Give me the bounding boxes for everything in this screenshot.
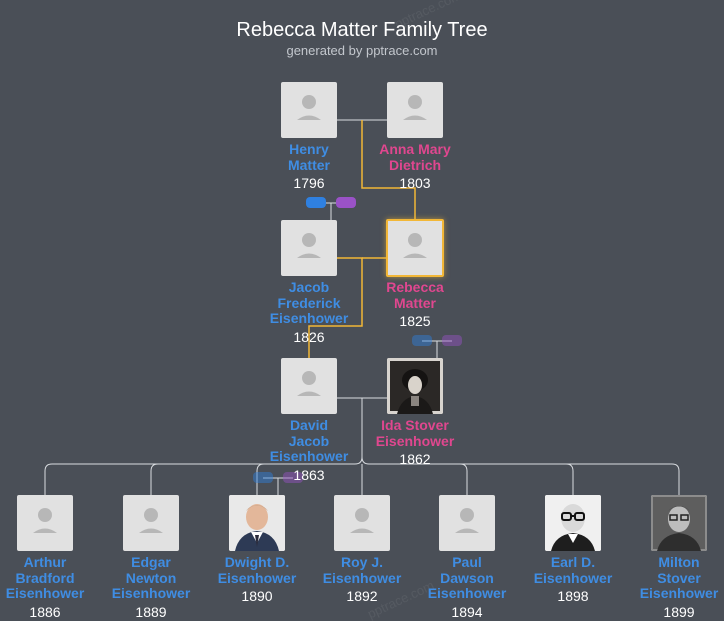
family-branch: [459, 463, 468, 495]
person-year: 1862: [399, 451, 431, 467]
person-card-milton[interactable]: [651, 495, 707, 551]
person-name[interactable]: Dwight D. Eisenhower: [217, 554, 297, 586]
person-card-david[interactable]: [281, 358, 337, 414]
person-name[interactable]: Anna Mary Dietrich: [379, 141, 451, 173]
expand-parents-icon[interactable]: [412, 335, 432, 346]
lineage-line: [308, 257, 363, 358]
person-silhouette-icon: [387, 220, 443, 276]
person-year: 1826: [293, 329, 325, 345]
woman-portrait: [387, 358, 443, 414]
person-name[interactable]: Henry Matter: [287, 141, 330, 173]
page-title: Rebecca Matter Family Tree: [236, 19, 488, 41]
person-name[interactable]: Milton Stover Eisenhower: [639, 554, 719, 601]
expand-spouse-icon[interactable]: [336, 197, 356, 208]
family-branch: [256, 463, 265, 495]
person-year: 1886: [29, 604, 61, 620]
person-card-earl[interactable]: [545, 495, 601, 551]
man-glasses-portrait: [545, 495, 601, 551]
person-silhouette-icon: [281, 220, 337, 276]
man-bw-portrait: [651, 495, 707, 551]
person-year: 1899: [663, 604, 695, 620]
person-card-anna[interactable]: [387, 82, 443, 138]
person-year: 1894: [451, 604, 483, 620]
person-name[interactable]: Ida Stover Eisenhower: [375, 417, 455, 449]
person-name[interactable]: Paul Dawson Eisenhower: [427, 554, 507, 601]
person-name[interactable]: Arthur Bradford Eisenhower: [5, 554, 85, 601]
person-year: 1892: [346, 588, 378, 604]
person-card-dwight[interactable]: [229, 495, 285, 551]
family-branch: [44, 398, 363, 495]
person-silhouette-icon: [123, 495, 179, 551]
person-card-ida[interactable]: [387, 358, 443, 414]
person-card-edgar[interactable]: [123, 495, 179, 551]
person-name[interactable]: Jacob Frederick Eisenhower: [269, 279, 349, 326]
man-portrait: [229, 495, 285, 551]
person-year: 1890: [241, 588, 273, 604]
family-branch: [361, 456, 680, 495]
family-branch: [565, 463, 574, 495]
person-year: 1825: [399, 313, 431, 329]
person-name[interactable]: Edgar Newton Eisenhower: [111, 554, 191, 601]
person-silhouette-icon: [281, 82, 337, 138]
person-name[interactable]: David Jacob Eisenhower: [269, 417, 349, 464]
person-silhouette-icon: [387, 82, 443, 138]
person-silhouette-icon: [281, 358, 337, 414]
expand-spouse-icon[interactable]: [442, 335, 462, 346]
person-name[interactable]: Earl D. Eisenhower: [533, 554, 613, 586]
person-silhouette-icon: [17, 495, 73, 551]
person-card-roy[interactable]: [334, 495, 390, 551]
person-name[interactable]: Rebecca Matter: [386, 279, 444, 311]
person-year: 1796: [293, 175, 325, 191]
lineage-line: [361, 120, 416, 220]
person-silhouette-icon: [334, 495, 390, 551]
person-name[interactable]: Roy J. Eisenhower: [322, 554, 402, 586]
person-year: 1803: [399, 175, 431, 191]
person-card-arthur[interactable]: [17, 495, 73, 551]
person-card-jacob[interactable]: [281, 220, 337, 276]
person-silhouette-icon: [439, 495, 495, 551]
person-year: 1863: [293, 467, 325, 483]
person-year: 1898: [557, 588, 589, 604]
person-card-paul[interactable]: [439, 495, 495, 551]
expand-parents-icon[interactable]: [306, 197, 326, 208]
expand-parents-icon[interactable]: [253, 472, 273, 483]
expand-spouse-icon[interactable]: [283, 472, 303, 483]
person-card-henry[interactable]: [281, 82, 337, 138]
page-subtitle: generated by pptrace.com: [286, 43, 438, 58]
person-year: 1889: [135, 604, 167, 620]
family-branch: [150, 463, 159, 495]
person-card-rebecca[interactable]: [386, 219, 444, 277]
